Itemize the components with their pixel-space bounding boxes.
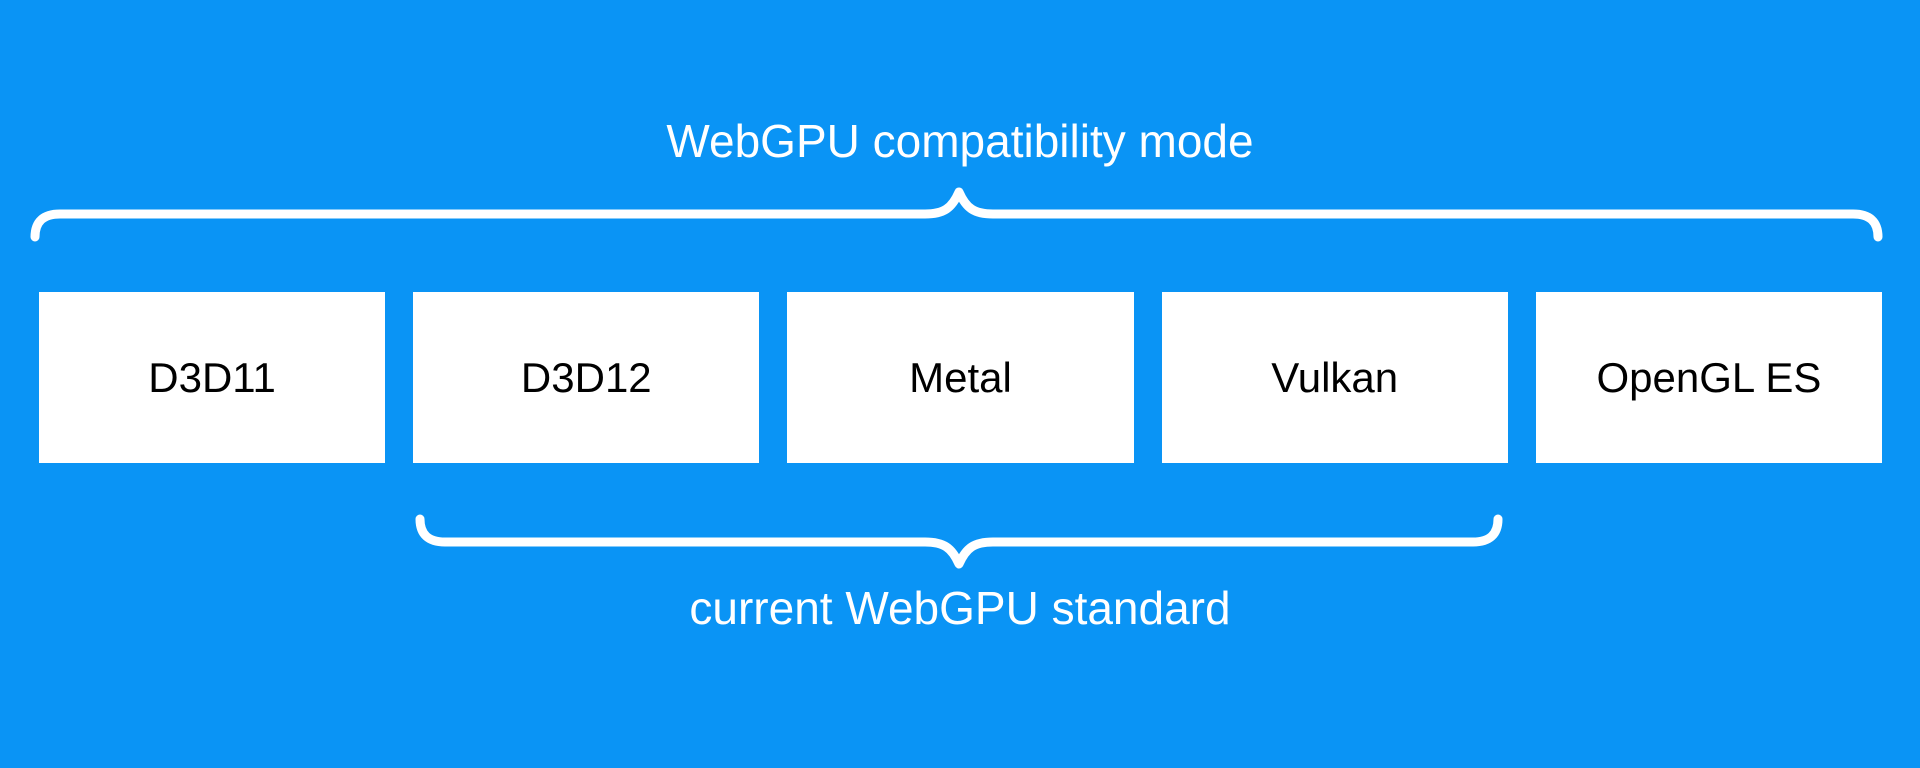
api-box-vulkan: Vulkan	[1161, 292, 1508, 463]
api-box-label: D3D12	[520, 353, 652, 401]
top-brace-label: WebGPU compatibility mode	[666, 115, 1254, 167]
api-box-label: D3D11	[148, 353, 276, 401]
api-box-label: Metal	[909, 353, 1012, 401]
api-box-opengl-es: OpenGL ES	[1535, 292, 1883, 463]
api-box-d3d12: D3D12	[413, 292, 760, 463]
api-box-metal: Metal	[787, 292, 1134, 463]
api-box-label: OpenGL ES	[1596, 353, 1822, 401]
api-box-d3d11: D3D11	[39, 292, 386, 463]
api-boxes-row: D3D11 D3D12 Metal Vulkan OpenGL ES	[39, 292, 1883, 463]
bottom-brace-icon	[415, 514, 1503, 569]
api-box-label: Vulkan	[1271, 353, 1399, 401]
top-brace-icon	[30, 187, 1883, 242]
bottom-brace-label: current WebGPU standard	[689, 582, 1231, 634]
